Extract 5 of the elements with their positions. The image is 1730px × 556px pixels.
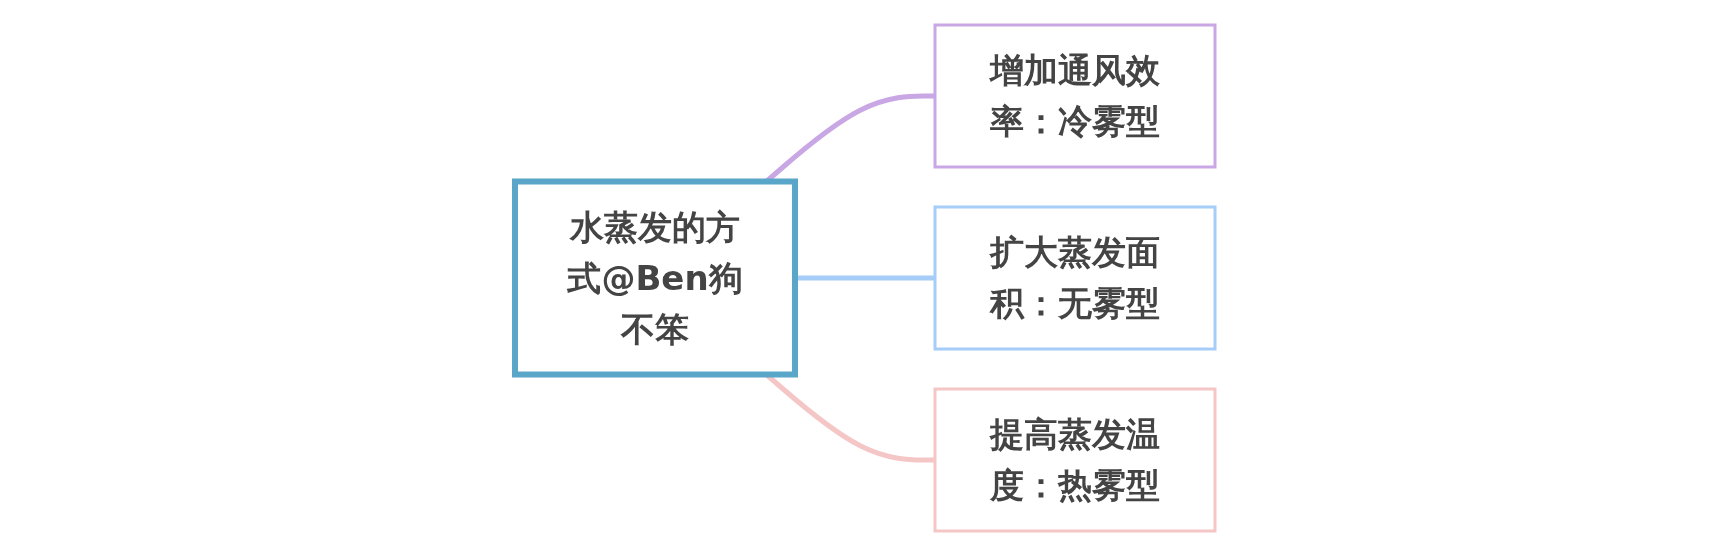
node-box: 提高蒸发温度：热雾型 [933, 387, 1217, 533]
connector [795, 275, 935, 281]
node-box: 水蒸发的方式@Ben狗不笨 [512, 178, 798, 378]
node-box: 增加通风效率：冷雾型 [933, 23, 1217, 169]
node-box: 扩大蒸发面积：无雾型 [933, 205, 1217, 351]
